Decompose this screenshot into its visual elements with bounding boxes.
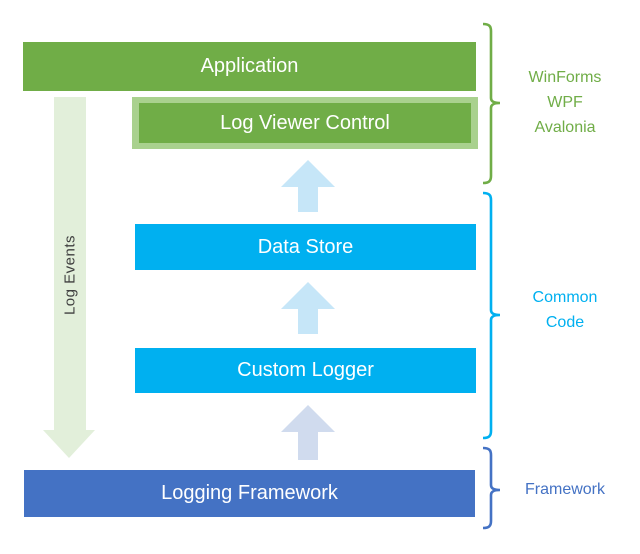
- application-box: Application: [23, 42, 476, 91]
- log-viewer-control-box-border: Log Viewer Control: [132, 97, 478, 149]
- platform-label-line-3: Avalonia: [534, 119, 596, 136]
- framework-group-label: Framework: [500, 477, 630, 502]
- up-arrow-icon-framework-to-logger: [281, 405, 335, 460]
- platform-brace-icon: [482, 22, 501, 185]
- common-code-brace-icon: [482, 191, 501, 440]
- framework-label-line-1: Framework: [524, 481, 605, 498]
- up-arrow-icon-datastore-to-viewer: [281, 160, 335, 212]
- custom-logger-box: Custom Logger: [135, 348, 476, 393]
- data-store-box: Data Store: [135, 224, 476, 270]
- log-viewer-control-box: Log Viewer Control: [139, 103, 471, 143]
- platform-label-line-2: WPF: [547, 94, 583, 111]
- up-arrow-icon-logger-to-datastore: [281, 282, 335, 334]
- data-store-box-label: Data Store: [257, 235, 354, 258]
- common-code-label-line-2: Code: [545, 314, 585, 331]
- common-code-label-line-1: Common: [532, 289, 598, 306]
- platform-label-line-1: WinForms: [528, 69, 602, 86]
- logging-framework-box-label: Logging Framework: [161, 482, 338, 504]
- framework-brace-icon: [482, 446, 501, 530]
- application-box-label: Application: [200, 55, 299, 77]
- logging-framework-box: Logging Framework: [24, 470, 475, 517]
- common-code-group-label: Common Code: [500, 285, 630, 335]
- log-events-label: Log Events: [61, 234, 79, 316]
- custom-logger-box-label: Custom Logger: [237, 359, 374, 381]
- log-viewer-control-box-label: Log Viewer Control: [220, 111, 390, 134]
- platform-group-label: WinForms WPF Avalonia: [500, 65, 630, 140]
- log-events-down-arrow-icon: [43, 97, 95, 458]
